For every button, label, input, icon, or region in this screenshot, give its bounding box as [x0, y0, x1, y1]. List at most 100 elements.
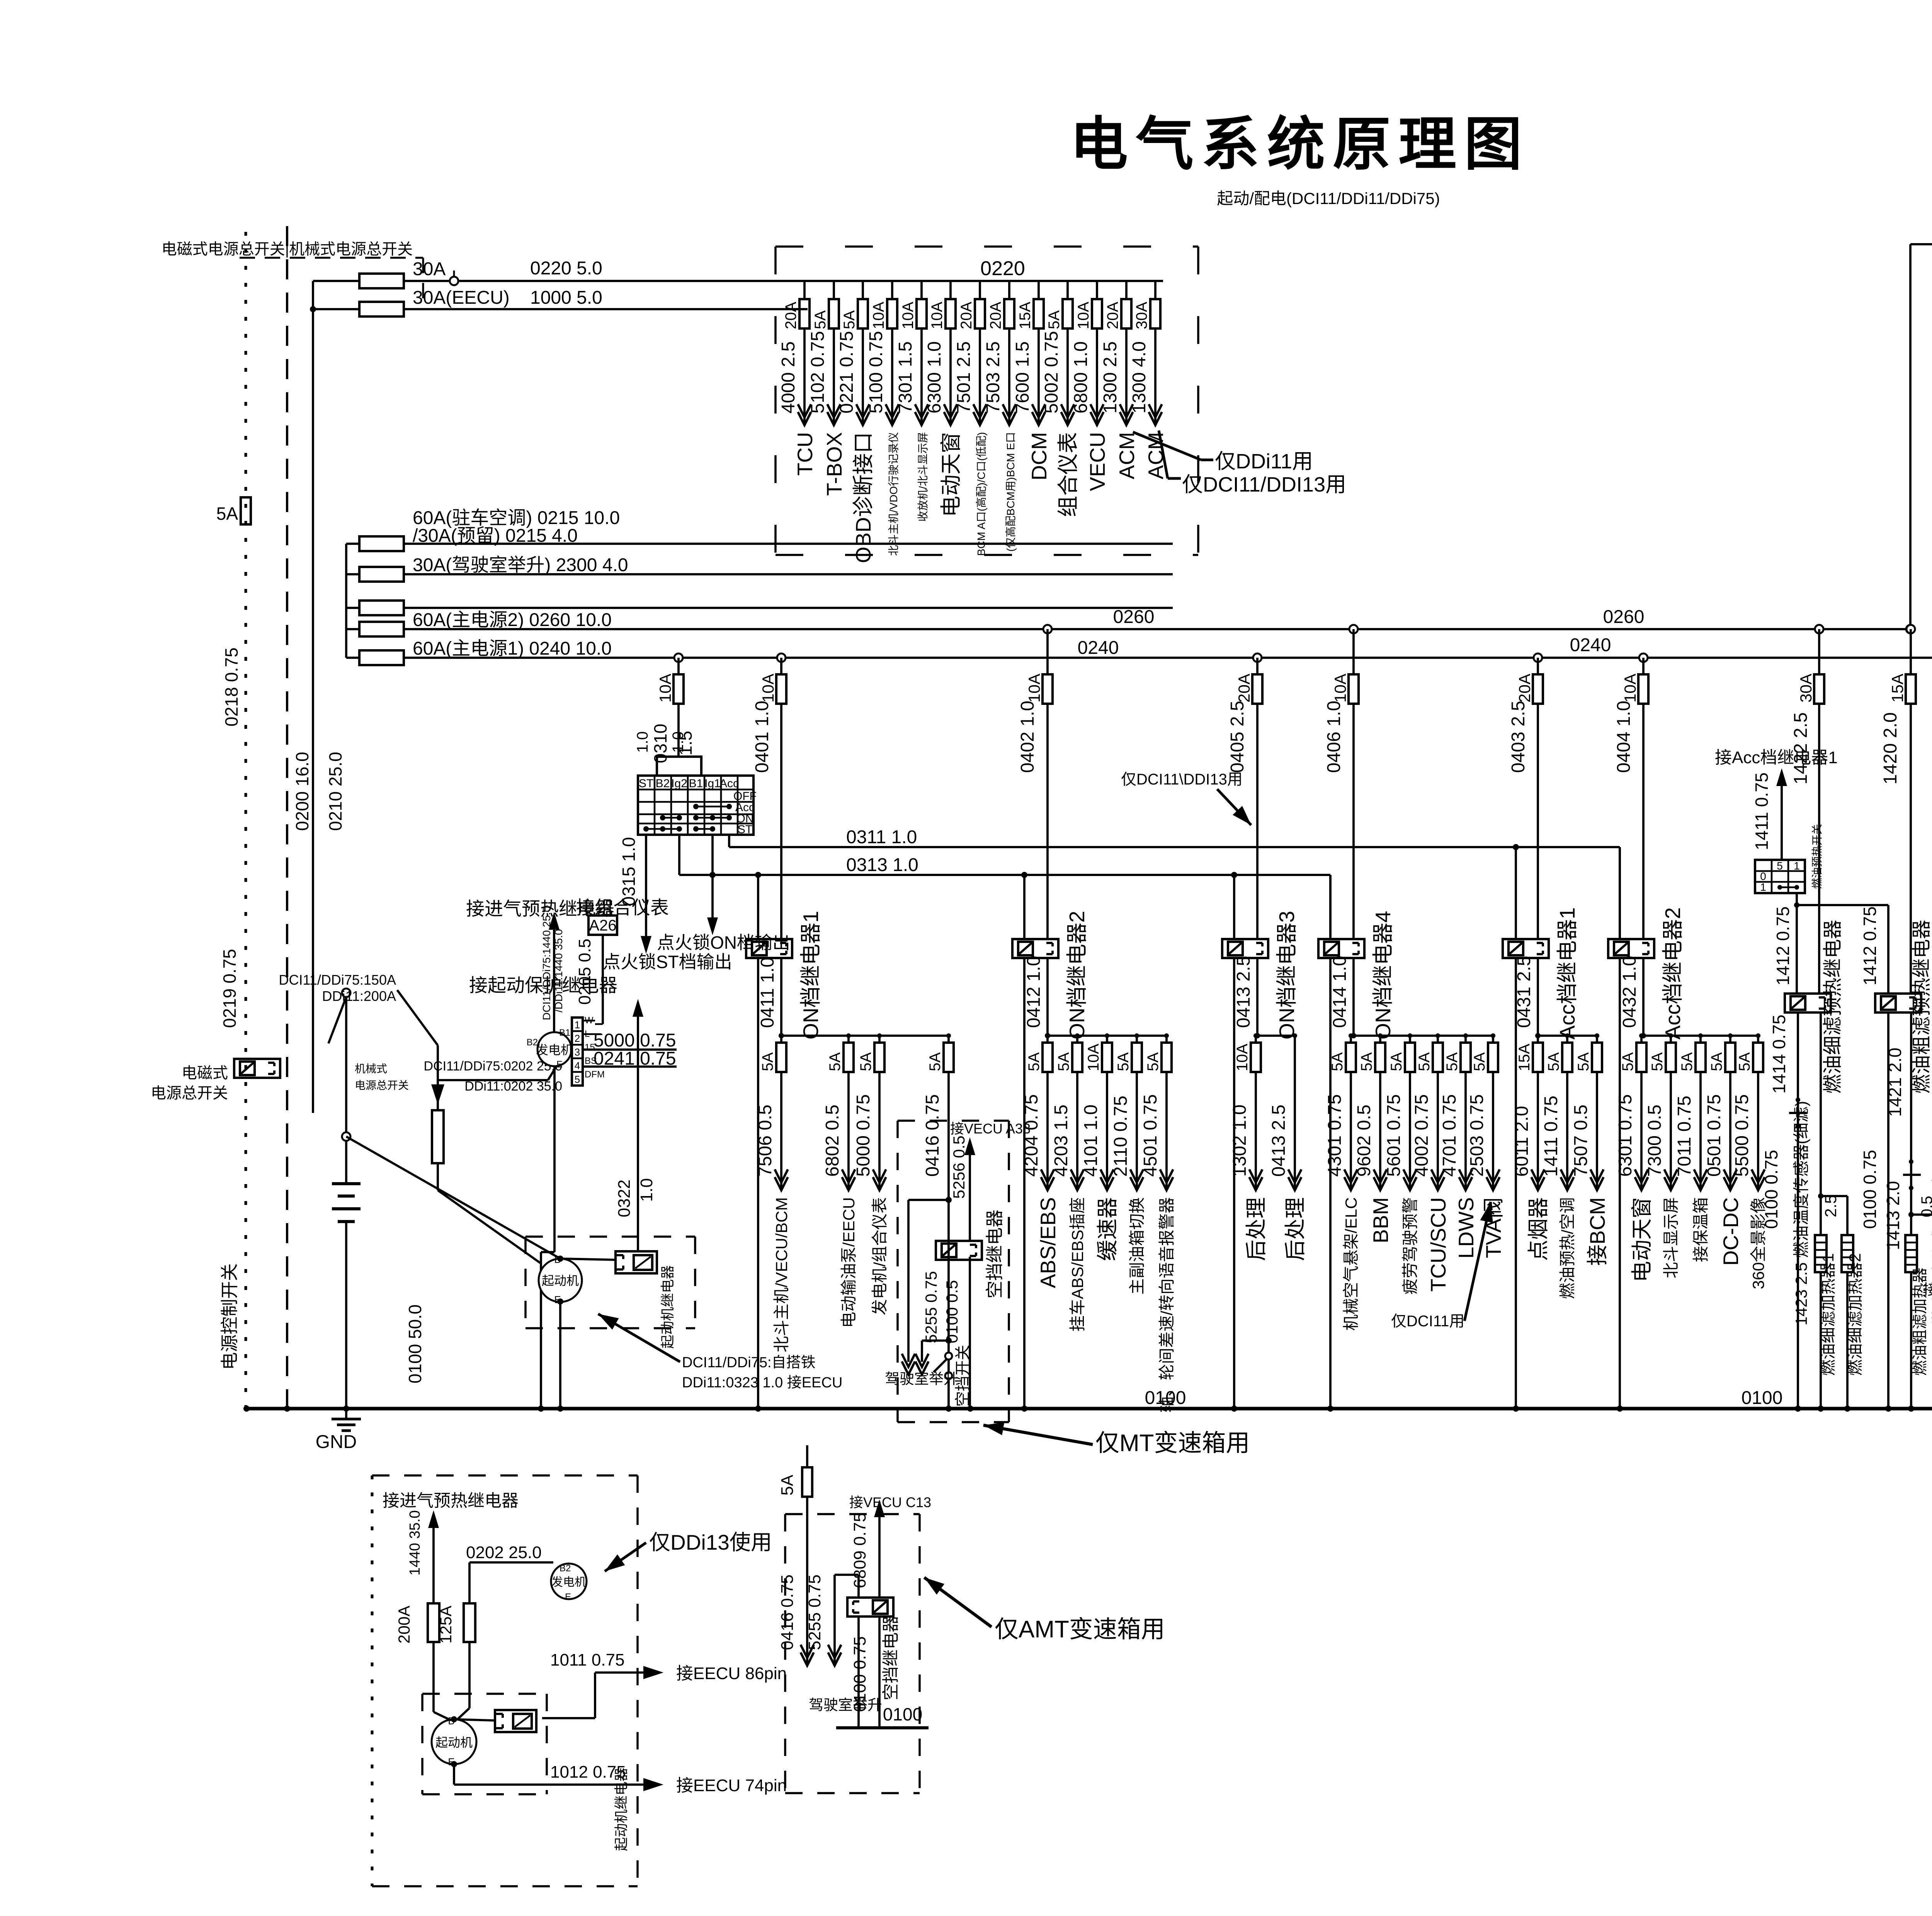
svg-text:接组合仪表: 接组合仪表	[1923, 1282, 1932, 1298]
svg-text:7300 0.5: 7300 0.5	[1645, 1104, 1665, 1177]
svg-text:0416 0.75: 0416 0.75	[922, 1094, 943, 1177]
svg-text:0218 0.75: 0218 0.75	[221, 647, 242, 727]
svg-text:5A: 5A	[1619, 1052, 1636, 1071]
svg-text:DCI11/DDi75:1440 25.0: DCI11/DDi75:1440 25.0	[541, 906, 553, 1020]
svg-text:15: 15	[585, 1042, 595, 1053]
svg-text:10A: 10A	[1085, 1044, 1102, 1071]
svg-text:15A: 15A	[1017, 302, 1034, 329]
svg-text:B1: B1	[559, 1028, 570, 1038]
svg-text:7506 0.5: 7506 0.5	[755, 1104, 776, 1177]
svg-text:E: E	[556, 1059, 563, 1070]
svg-text:组合仪表: 组合仪表	[1056, 432, 1080, 517]
svg-text:10A: 10A	[656, 674, 674, 703]
svg-text:BS: BS	[585, 1056, 597, 1066]
svg-text:DFM: DFM	[585, 1069, 605, 1080]
svg-text:起动/配电(DCI11/DDi11/DDi75): 起动/配电(DCI11/DDi11/DDi75)	[1217, 189, 1440, 208]
svg-text:5A: 5A	[1444, 1052, 1461, 1071]
svg-text:挂车ABS/EBS插座: 挂车ABS/EBS插座	[1068, 1197, 1087, 1332]
svg-text:发电机/组合仪表: 发电机/组合仪表	[871, 1197, 889, 1315]
svg-text:电磁式: 电磁式	[182, 1065, 228, 1082]
svg-text:ON档继电器3: ON档继电器3	[1275, 911, 1299, 1040]
svg-text:起动机继电器: 起动机继电器	[613, 1768, 629, 1851]
svg-text:B1: B1	[689, 777, 703, 790]
svg-text:4204 0.75: 4204 0.75	[1021, 1094, 1042, 1177]
svg-text:5002 0.75: 5002 0.75	[1041, 331, 1062, 413]
svg-text:燃油细滤加热器1: 燃油细滤加热器1	[1819, 1253, 1837, 1376]
svg-text:0404 1.0: 0404 1.0	[1614, 701, 1634, 773]
svg-text:电源总开关: 电源总开关	[151, 1085, 228, 1102]
svg-text:后处理: 后处理	[1244, 1197, 1268, 1261]
svg-text:Acc: Acc	[735, 801, 755, 814]
svg-text:发电机: 发电机	[536, 1043, 573, 1057]
svg-text:0100: 0100	[1742, 1388, 1783, 1408]
svg-text:0100 50.0: 0100 50.0	[405, 1304, 425, 1383]
svg-text:ON档继电器4: ON档继电器4	[1371, 911, 1395, 1040]
svg-text:7503 2.5: 7503 2.5	[983, 341, 1003, 413]
svg-text:6300 1.0: 6300 1.0	[924, 341, 945, 413]
svg-text:ON: ON	[736, 812, 754, 825]
svg-text:1011 0.75: 1011 0.75	[550, 1651, 624, 1669]
svg-text:30A: 30A	[1133, 302, 1150, 329]
svg-text:北斗显示屏: 北斗显示屏	[1662, 1197, 1680, 1278]
svg-text:0413 2.5: 0413 2.5	[1269, 1104, 1289, 1177]
svg-text:DDi11:0323 1.0 接EECU: DDi11:0323 1.0 接EECU	[682, 1375, 842, 1391]
svg-text:5A: 5A	[857, 1052, 874, 1071]
svg-text:20A: 20A	[1515, 674, 1534, 703]
svg-text:5A: 5A	[812, 310, 829, 329]
svg-text:B2: B2	[656, 777, 670, 790]
svg-text:7011 0.75: 7011 0.75	[1674, 1096, 1695, 1177]
svg-text:T-BOX: T-BOX	[822, 432, 846, 496]
svg-text:5601 0.75: 5601 0.75	[1384, 1094, 1404, 1177]
svg-text:4000 2.5: 4000 2.5	[778, 341, 799, 413]
svg-text:0100: 0100	[1145, 1388, 1186, 1408]
svg-text:4203 1.5: 4203 1.5	[1051, 1104, 1071, 1177]
svg-text:B2: B2	[527, 1037, 538, 1048]
svg-text:DC-DC: DC-DC	[1719, 1197, 1743, 1266]
svg-text:电源控制开关: 电源控制开关	[219, 1263, 240, 1370]
svg-text:空挡继电器: 空挡继电器	[985, 1210, 1005, 1298]
svg-text:1420 2.0: 1420 2.0	[1880, 712, 1901, 784]
svg-text:0100: 0100	[883, 1704, 922, 1724]
svg-text:20A: 20A	[987, 302, 1004, 329]
svg-text:30A(EECU): 30A(EECU)	[413, 288, 510, 308]
svg-text:空挡开关: 空挡开关	[954, 1345, 971, 1407]
svg-text:DCI11/DDi75:自搭铁: DCI11/DDi75:自搭铁	[682, 1354, 816, 1371]
svg-text:仅DCI11/DDI13用: 仅DCI11/DDI13用	[1182, 473, 1346, 496]
svg-text:2503 0.75: 2503 0.75	[1467, 1094, 1487, 1177]
svg-text:4101 1.0: 4101 1.0	[1081, 1104, 1101, 1177]
svg-text:北斗主机/VECU/BCM: 北斗主机/VECU/BCM	[772, 1197, 791, 1352]
svg-text:1300 2.5: 1300 2.5	[1100, 341, 1121, 413]
svg-text:0210 25.0: 0210 25.0	[325, 752, 345, 831]
svg-text:1411 0.75: 1411 0.75	[1752, 773, 1772, 850]
svg-text:5A: 5A	[1026, 1052, 1043, 1071]
svg-text:0220: 0220	[980, 257, 1025, 280]
svg-text:ABS/EBS: ABS/EBS	[1036, 1197, 1060, 1288]
svg-text:1413 2.0: 1413 2.0	[1883, 1181, 1903, 1250]
svg-text:TCU/SCU: TCU/SCU	[1426, 1197, 1450, 1292]
svg-text:接EECU 86pin: 接EECU 86pin	[676, 1664, 787, 1683]
svg-text:1: 1	[1794, 860, 1800, 872]
svg-text:/DDi11:1440 35.0: /DDi11:1440 35.0	[553, 929, 565, 1012]
svg-text:VECU: VECU	[1085, 432, 1109, 491]
svg-text:15A: 15A	[1888, 674, 1906, 703]
svg-text:60A(驻车空调) 0215 10.0: 60A(驻车空调) 0215 10.0	[413, 508, 620, 528]
svg-text:360全景影像: 360全景影像	[1749, 1197, 1767, 1289]
svg-text:燃油细滤预热继电器: 燃油细滤预热继电器	[1822, 920, 1844, 1094]
svg-text:ACM: ACM	[1115, 432, 1139, 479]
svg-text:0202 25.0: 0202 25.0	[466, 1543, 542, 1562]
svg-text:起动机继电器: 起动机继电器	[660, 1265, 675, 1349]
svg-text:0403 2.5: 0403 2.5	[1508, 701, 1529, 773]
svg-text:燃油温度传感器(粗滤): 燃油温度传感器(粗滤)	[1931, 1169, 1932, 1326]
svg-text:0413 2.5: 0413 2.5	[1233, 956, 1254, 1028]
svg-text:机械空气悬架/ELC: 机械空气悬架/ELC	[1342, 1197, 1360, 1331]
svg-text:主副油箱切换: 主副油箱切换	[1128, 1197, 1146, 1295]
svg-text:轴、轮间差速/转向语音报警器: 轴、轮间差速/转向语音报警器	[1158, 1197, 1176, 1413]
svg-text:0402 1.0: 0402 1.0	[1017, 701, 1038, 773]
svg-text:北斗主机/VDO行驶记录仪: 北斗主机/VDO行驶记录仪	[888, 432, 900, 556]
svg-text:后处理: 后处理	[1283, 1197, 1307, 1261]
svg-text:10A: 10A	[870, 302, 887, 329]
svg-text:1.0: 1.0	[634, 731, 651, 753]
svg-text:1422 2.5: 1422 2.5	[1791, 712, 1811, 784]
svg-text:6809 0.75: 6809 0.75	[850, 1513, 869, 1588]
svg-text:5A: 5A	[1708, 1052, 1725, 1071]
